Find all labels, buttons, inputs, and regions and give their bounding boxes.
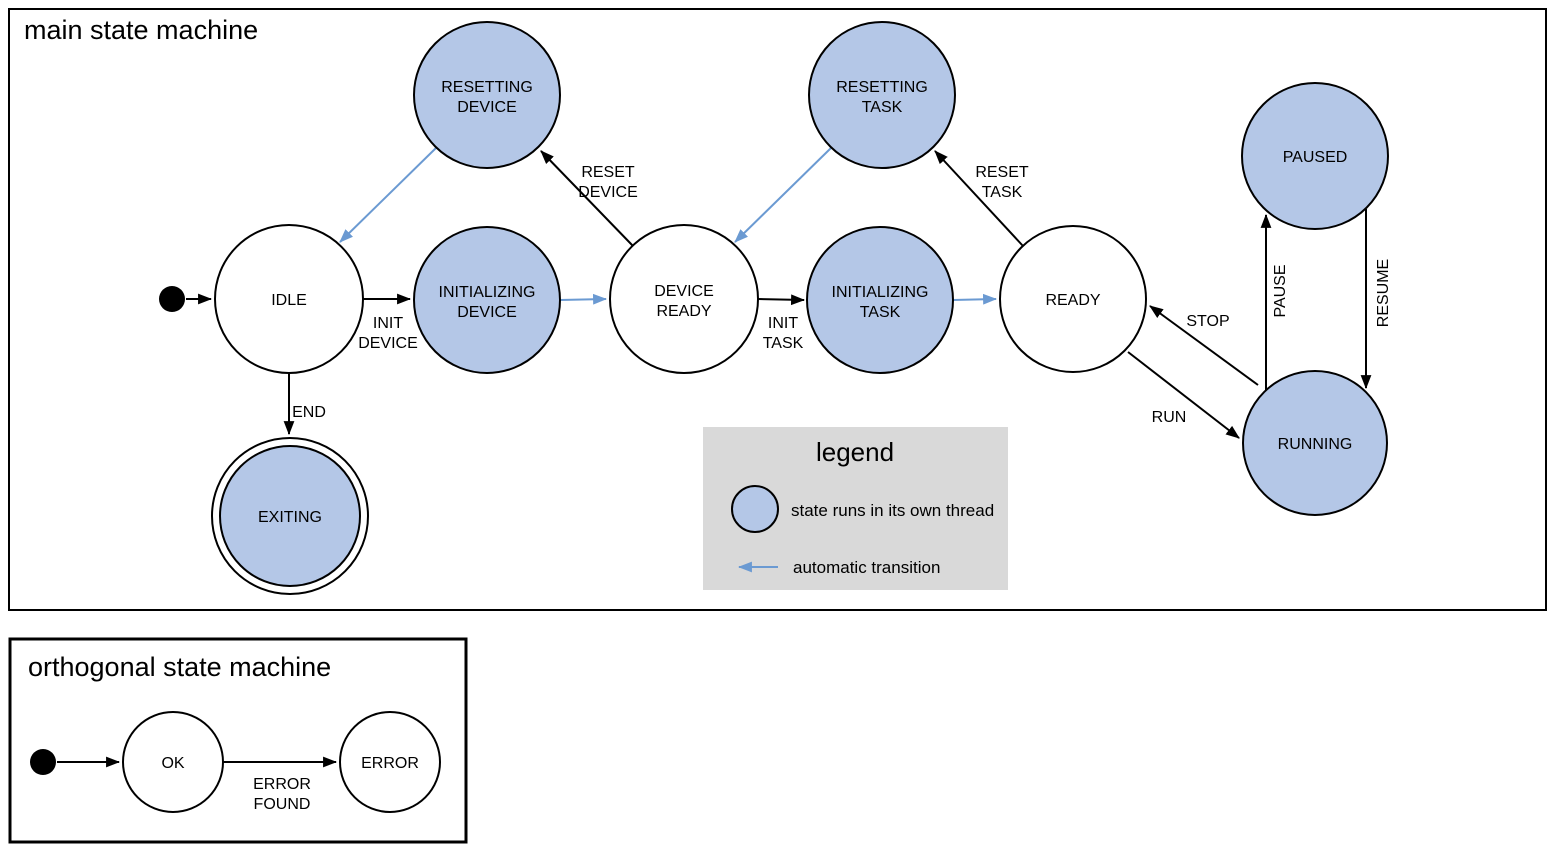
state-label: RUNNING xyxy=(1278,436,1353,453)
transition-reset-task-arrow xyxy=(934,150,1024,247)
transition-label-line: DEVICE xyxy=(358,335,418,352)
transition-label-init-device: INIT DEVICE xyxy=(358,315,418,352)
transition-label-run: RUN xyxy=(1152,409,1187,426)
transition-label-end: END xyxy=(292,404,326,421)
state-label: DEVICE xyxy=(457,99,517,116)
state-label: DEVICE xyxy=(654,283,714,300)
state-label: ERROR xyxy=(361,755,419,772)
transition-label-line: TASK xyxy=(763,335,804,352)
state-circle xyxy=(339,711,441,813)
transition-label-line: INIT xyxy=(768,315,798,332)
state-resetting-task: RESETTING TASK xyxy=(808,21,956,169)
state-label: IDLE xyxy=(271,292,307,309)
transition-stop-arrow xyxy=(1149,305,1259,386)
main-state-machine-title: main state machine xyxy=(24,15,258,45)
state-label: DEVICE xyxy=(457,304,517,321)
state-label: OK xyxy=(161,755,184,772)
state-idle: IDLE xyxy=(214,224,364,374)
transition-run-arrow xyxy=(1127,351,1240,439)
transition-label-resume: RESUME xyxy=(1375,259,1392,327)
state-ready: READY xyxy=(999,225,1147,373)
legend-title: legend xyxy=(816,437,894,467)
final-state-inner-circle xyxy=(219,445,361,587)
transition-label-line: ERROR xyxy=(253,776,311,793)
legend-threaded-state-icon xyxy=(731,485,779,533)
transition-reset-device-arrow xyxy=(540,150,634,247)
state-circle xyxy=(808,21,956,169)
state-error: ERROR xyxy=(339,711,441,813)
state-circle xyxy=(122,711,224,813)
state-circle xyxy=(1242,370,1388,516)
automatic-transition-resetting-task-to-device-ready xyxy=(734,146,833,243)
state-exiting-final: EXITING xyxy=(211,437,369,595)
state-circle xyxy=(609,224,759,374)
automatic-transition-initializing-task-to-ready xyxy=(952,293,998,305)
state-ok: OK xyxy=(122,711,224,813)
state-circle xyxy=(413,226,561,374)
state-running: RUNNING xyxy=(1242,370,1388,516)
transition-label-line: TASK xyxy=(982,184,1023,201)
transition-init-task-arrow xyxy=(757,294,806,306)
state-circle xyxy=(806,226,954,374)
state-circle xyxy=(413,21,561,169)
transition-label-error-found: ERROR FOUND xyxy=(253,776,311,813)
state-paused: PAUSED xyxy=(1241,82,1389,230)
state-device-ready: DEVICE READY xyxy=(609,224,759,374)
legend-threaded-state-label: state runs in its own thread xyxy=(791,501,994,520)
transition-label-line: RESET xyxy=(581,164,635,181)
legend-automatic-transition-label: automatic transition xyxy=(793,558,940,577)
transition-label-stop: STOP xyxy=(1186,313,1229,330)
orthogonal-state-machine-title: orthogonal state machine xyxy=(28,652,331,682)
state-label: TASK xyxy=(860,304,901,321)
state-circle xyxy=(214,224,364,374)
initial-state-dot xyxy=(30,749,56,775)
orthogonal-state-machine: orthogonal state machine ERROR FOUND OK … xyxy=(8,637,468,844)
state-label: READY xyxy=(656,303,711,320)
state-label: PAUSED xyxy=(1283,149,1348,166)
transition-label-line: INIT xyxy=(373,315,403,332)
state-initializing-task: INITIALIZING TASK xyxy=(806,226,954,374)
state-label: READY xyxy=(1045,292,1100,309)
automatic-transition-resetting-device-to-idle xyxy=(339,146,438,243)
state-resetting-device: RESETTING DEVICE xyxy=(413,21,561,169)
main-state-machine: main state machine INIT DEVICE RESET DEV… xyxy=(8,8,1547,611)
state-circle xyxy=(1241,82,1389,230)
state-label: RESETTING xyxy=(836,79,928,96)
transition-label-line: RESET xyxy=(975,164,1029,181)
state-initializing-device: INITIALIZING DEVICE xyxy=(413,226,561,374)
transition-label-line: DEVICE xyxy=(578,184,638,201)
state-label: INITIALIZING xyxy=(832,284,929,301)
automatic-transition-initializing-device-to-device-ready xyxy=(559,293,608,305)
transition-label-line: FOUND xyxy=(254,796,311,813)
state-label: TASK xyxy=(862,99,903,116)
state-circle xyxy=(999,225,1147,373)
initial-state-dot xyxy=(159,286,185,312)
state-label: INITIALIZING xyxy=(439,284,536,301)
transition-label-pause: PAUSE xyxy=(1272,264,1289,317)
legend: legend state runs in its own thread auto… xyxy=(703,427,1008,590)
transition-label-init-task: INIT TASK xyxy=(763,315,804,352)
transition-label-reset-task: RESET TASK xyxy=(975,164,1029,201)
transition-label-reset-device: RESET DEVICE xyxy=(578,164,638,201)
state-label: EXITING xyxy=(258,509,322,526)
state-label: RESETTING xyxy=(441,79,533,96)
